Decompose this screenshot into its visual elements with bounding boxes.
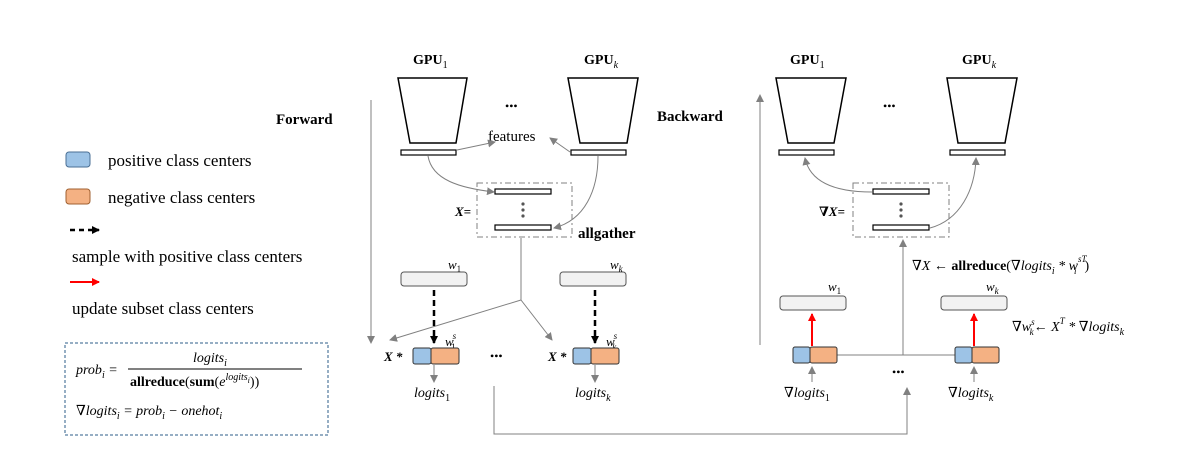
backward-label: Backward (657, 109, 723, 125)
features-label: features (488, 129, 536, 145)
formula-box: probi = logitsi allreduce(sum(elogitsi))… (64, 342, 329, 436)
legend-negative-swatch (65, 188, 91, 205)
legend-update-label: update subset class centers (72, 299, 254, 318)
legend-positive-swatch (65, 151, 91, 168)
w1-matrix-backward (779, 295, 847, 311)
wks-positive-part (572, 347, 592, 365)
logitsk-label: logitsk (575, 386, 611, 404)
formula-prob-numerator: logitsi (193, 351, 227, 369)
gpu-1-label-forward: GPU1 (413, 53, 448, 71)
grad-x-dot (899, 202, 903, 206)
features-arrow-from-gpu1 (456, 139, 496, 151)
forward-to-backward-connector (493, 386, 911, 435)
grad-x-equals-label: ∇X= (819, 204, 845, 219)
gpu-1-funnel-backward (775, 77, 847, 144)
w1-matrix-forward (400, 271, 468, 287)
grad-x-bar-top (872, 188, 930, 195)
w1s-positive-part (412, 347, 432, 365)
legend-sample-label: sample with positive class centers (72, 247, 302, 266)
grad-x-box (852, 182, 950, 238)
grad-x-dot (899, 214, 903, 218)
formula-grad-logits: ∇logitsi = probi − onehoti (76, 404, 222, 422)
gpu-k-funnel-backward (946, 77, 1018, 144)
logits1-label: logits1 (414, 386, 450, 404)
wk-matrix-forward (559, 271, 627, 287)
formula-prob-denominator: allreduce(sum(elogitsi)) (130, 372, 260, 390)
allgather-bar-top (494, 188, 552, 195)
gpu-k-feature-bar-backward (949, 149, 1006, 156)
gpu-ellipsis-backward: ••• (883, 99, 896, 113)
gpu-k-label-backward: GPUk (962, 53, 997, 71)
allgather-dot (521, 214, 525, 218)
gpu-k-label-forward: GPUk (584, 53, 619, 71)
legend: positive class centers negative class ce… (65, 151, 302, 318)
distribute-right (520, 299, 553, 341)
forward-label: Forward (276, 112, 333, 128)
wk-matrix-backward (940, 295, 1008, 311)
middle-ellipsis-forward: ••• (490, 349, 503, 363)
distribute-left (389, 299, 522, 342)
middle-ellipsis-backward: ••• (892, 365, 905, 379)
grad-x-dot (899, 208, 903, 212)
gpu-ellipsis-forward: ••• (505, 99, 518, 113)
allgather-dot (521, 208, 525, 212)
wks-negative-part (590, 347, 620, 365)
grad-logits1-label: ∇logits1 (784, 386, 830, 404)
wk-label-forward: wk (610, 257, 624, 274)
x-equals-label: X= (454, 204, 471, 219)
grad-w1s-positive-part (792, 346, 811, 364)
allgather-dot (521, 202, 525, 206)
grad-wks-positive-part (954, 346, 973, 364)
scatter-curve-to-gpuk (929, 157, 980, 229)
features-arrow-from-gpuk (549, 137, 571, 153)
w1-label-forward: w1 (448, 257, 461, 274)
legend-positive-label: positive class centers (108, 151, 252, 170)
wk-label-backward: wk (986, 279, 1000, 296)
gpu-1-feature-bar-backward (778, 149, 835, 156)
w1s-negative-part (430, 347, 460, 365)
grad-logitsk-label: ∇logitsk (948, 386, 994, 404)
x-star-label-k: X * (547, 349, 567, 364)
gpu-k-funnel-forward (567, 77, 639, 144)
gpu-1-feature-bar-forward (400, 149, 457, 156)
w1-label-backward: w1 (828, 279, 841, 296)
gpu-k-feature-bar-forward (570, 149, 627, 156)
allgather-box (476, 182, 573, 238)
gather-curve-from-gpu1 (427, 155, 495, 196)
allgather-bar-bottom (494, 224, 552, 231)
legend-negative-label: negative class centers (108, 188, 255, 207)
scatter-curve-to-gpu1 (802, 157, 873, 193)
gpu-1-funnel-forward (397, 77, 468, 144)
grad-x-bar-bottom (872, 224, 930, 231)
grad-w1s-negative-part (809, 346, 838, 364)
grad-wks-negative-part (971, 346, 1000, 364)
allgather-label: allgather (578, 226, 636, 242)
formula-prob-lhs: probi = (75, 363, 118, 381)
gather-curve-from-gpuk (553, 155, 599, 231)
gpu-1-label-backward: GPU1 (790, 53, 825, 71)
x-star-label-1: X * (383, 349, 403, 364)
